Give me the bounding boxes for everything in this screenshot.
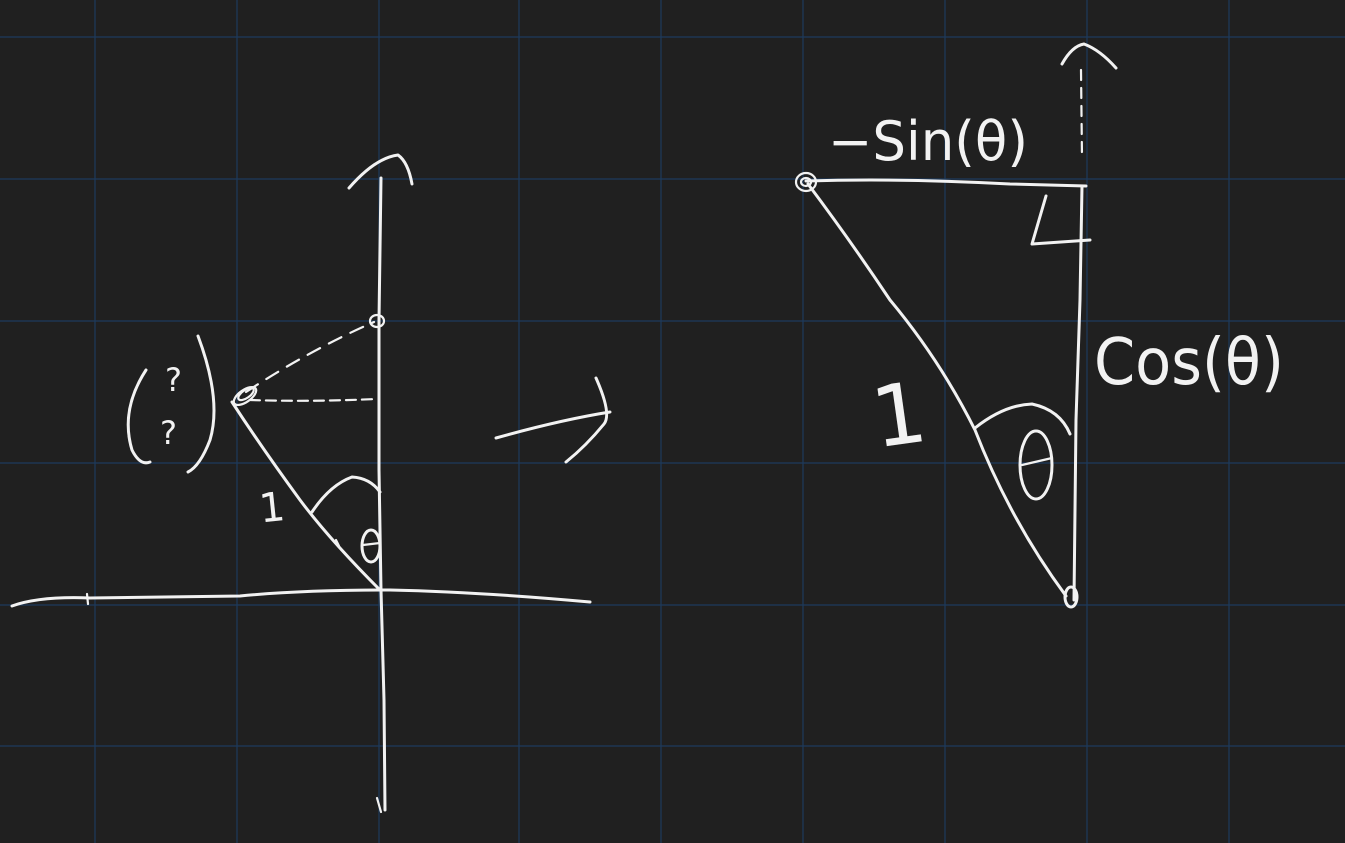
y-axis [377, 176, 387, 812]
angle-arc-tick [334, 538, 341, 548]
unknown-point [232, 385, 258, 407]
axis-extension-arrow-icon [1060, 42, 1118, 70]
rotated-projection-dashed [244, 320, 376, 394]
axis-extension-dashed [1079, 68, 1084, 160]
y-axis-point [368, 313, 386, 329]
unknown-x-coordinate: ? [165, 361, 182, 399]
x-axis [10, 588, 592, 608]
hypotenuse-label: 1 [866, 363, 933, 467]
angle-arc [310, 475, 382, 514]
right-angle-theta [1018, 429, 1054, 501]
y-axis-tail [375, 796, 383, 814]
arrow-right-icon [494, 376, 612, 464]
right-angle-arc [973, 402, 1072, 436]
radius-line [230, 400, 382, 592]
origin-vertex-point [1063, 585, 1079, 609]
top-side [804, 178, 1088, 188]
y-axis-arrow-icon [347, 153, 414, 190]
unknown-y-coordinate: ? [160, 414, 177, 452]
right-side [1072, 184, 1084, 602]
left-paren [126, 368, 152, 465]
horizontal-projection-dashed [248, 397, 378, 402]
left-radius-label: 1 [257, 484, 287, 532]
top-vertex-point [794, 171, 818, 193]
right-angle-marker [1030, 194, 1092, 246]
right-diagram [794, 42, 1118, 609]
left-diagram [10, 153, 592, 814]
x-axis-tick [85, 592, 90, 606]
hypotenuse [806, 182, 1068, 598]
right-side-label: Cos(θ) [1094, 326, 1284, 400]
left-angle-theta [360, 528, 382, 564]
top-side-label: −Sin(θ) [828, 110, 1028, 173]
right-paren [186, 334, 216, 474]
